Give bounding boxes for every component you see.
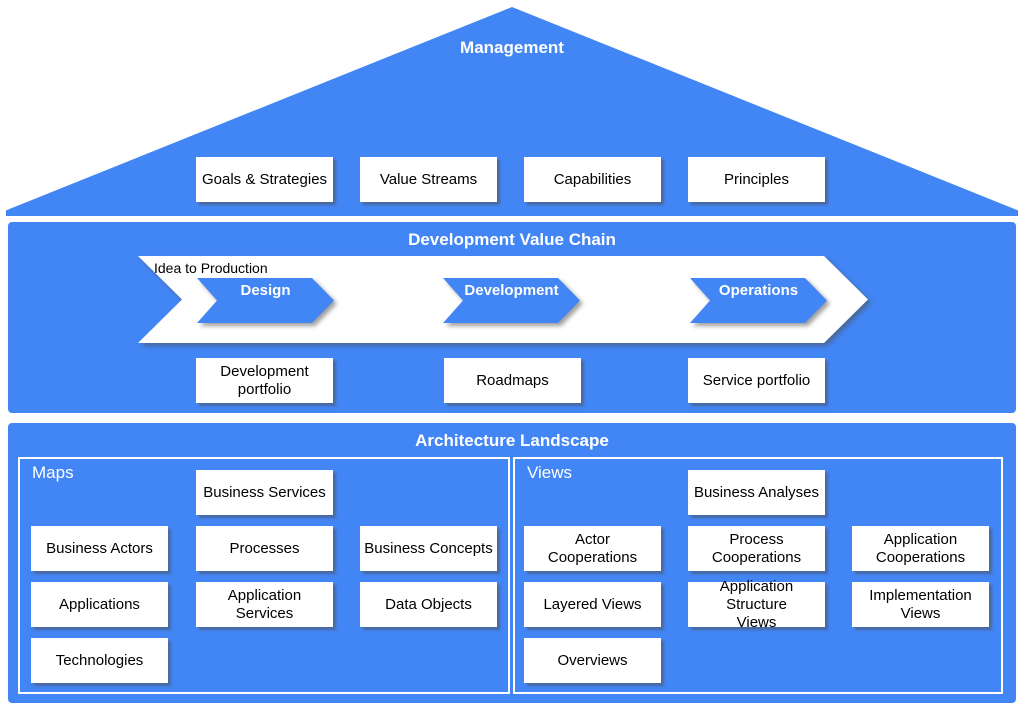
stage-design: Design — [197, 278, 334, 323]
box-application-cooperations: Application Cooperations — [852, 526, 989, 571]
management-title: Management — [460, 38, 564, 57]
box-applications: Applications — [31, 582, 168, 627]
box-business-services: Business Services — [196, 470, 333, 515]
views-panel: Views — [513, 457, 1003, 694]
box-process-cooperations: Process Cooperations — [688, 526, 825, 571]
box-processes: Processes — [196, 526, 333, 571]
box-application-services: Application Services — [196, 582, 333, 627]
box-actor-cooperations: Actor Cooperations — [524, 526, 661, 571]
box-business-actors: Business Actors — [31, 526, 168, 571]
stage-design-label: Design — [240, 282, 291, 299]
box-business-concepts: Business Concepts — [360, 526, 497, 571]
views-panel-label: Views — [527, 463, 573, 482]
box-development-portfolio: Development portfolio — [196, 358, 333, 403]
box-goals-strategies: Goals & Strategies — [196, 157, 333, 202]
architecture-landscape-section — [8, 423, 1016, 703]
box-technologies: Technologies — [31, 638, 168, 683]
maps-panel: Maps — [18, 457, 510, 694]
box-capabilities: Capabilities — [524, 157, 661, 202]
box-roadmaps: Roadmaps — [444, 358, 581, 403]
architecture-landscape-title: Architecture Landscape — [415, 431, 609, 450]
box-implementation-views: Implementation Views — [852, 582, 989, 627]
box-data-objects: Data Objects — [360, 582, 497, 627]
box-principles: Principles — [688, 157, 825, 202]
stage-operations-label: Operations — [718, 282, 799, 299]
stage-operations: Operations — [690, 278, 827, 323]
box-business-analyses: Business Analyses — [688, 470, 825, 515]
box-overviews: Overviews — [524, 638, 661, 683]
stage-development: Development — [443, 278, 580, 323]
value-chain-title: Development Value Chain — [408, 230, 616, 249]
maps-panel-label: Maps — [32, 463, 74, 482]
stage-development-label: Development — [464, 282, 559, 299]
operations-chevron-arrow: Operations — [690, 278, 827, 323]
design-chevron-arrow: Design — [197, 278, 334, 323]
management-roof-triangle: Management — [6, 7, 1018, 216]
box-value-streams: Value Streams — [360, 157, 497, 202]
idea-to-production-label: Idea to Production — [154, 260, 268, 276]
box-layered-views: Layered Views — [524, 582, 661, 627]
box-application-structure-views: Application Structure Views — [688, 578, 825, 631]
development-chevron-arrow: Development — [443, 278, 580, 323]
box-service-portfolio: Service portfolio — [688, 358, 825, 403]
